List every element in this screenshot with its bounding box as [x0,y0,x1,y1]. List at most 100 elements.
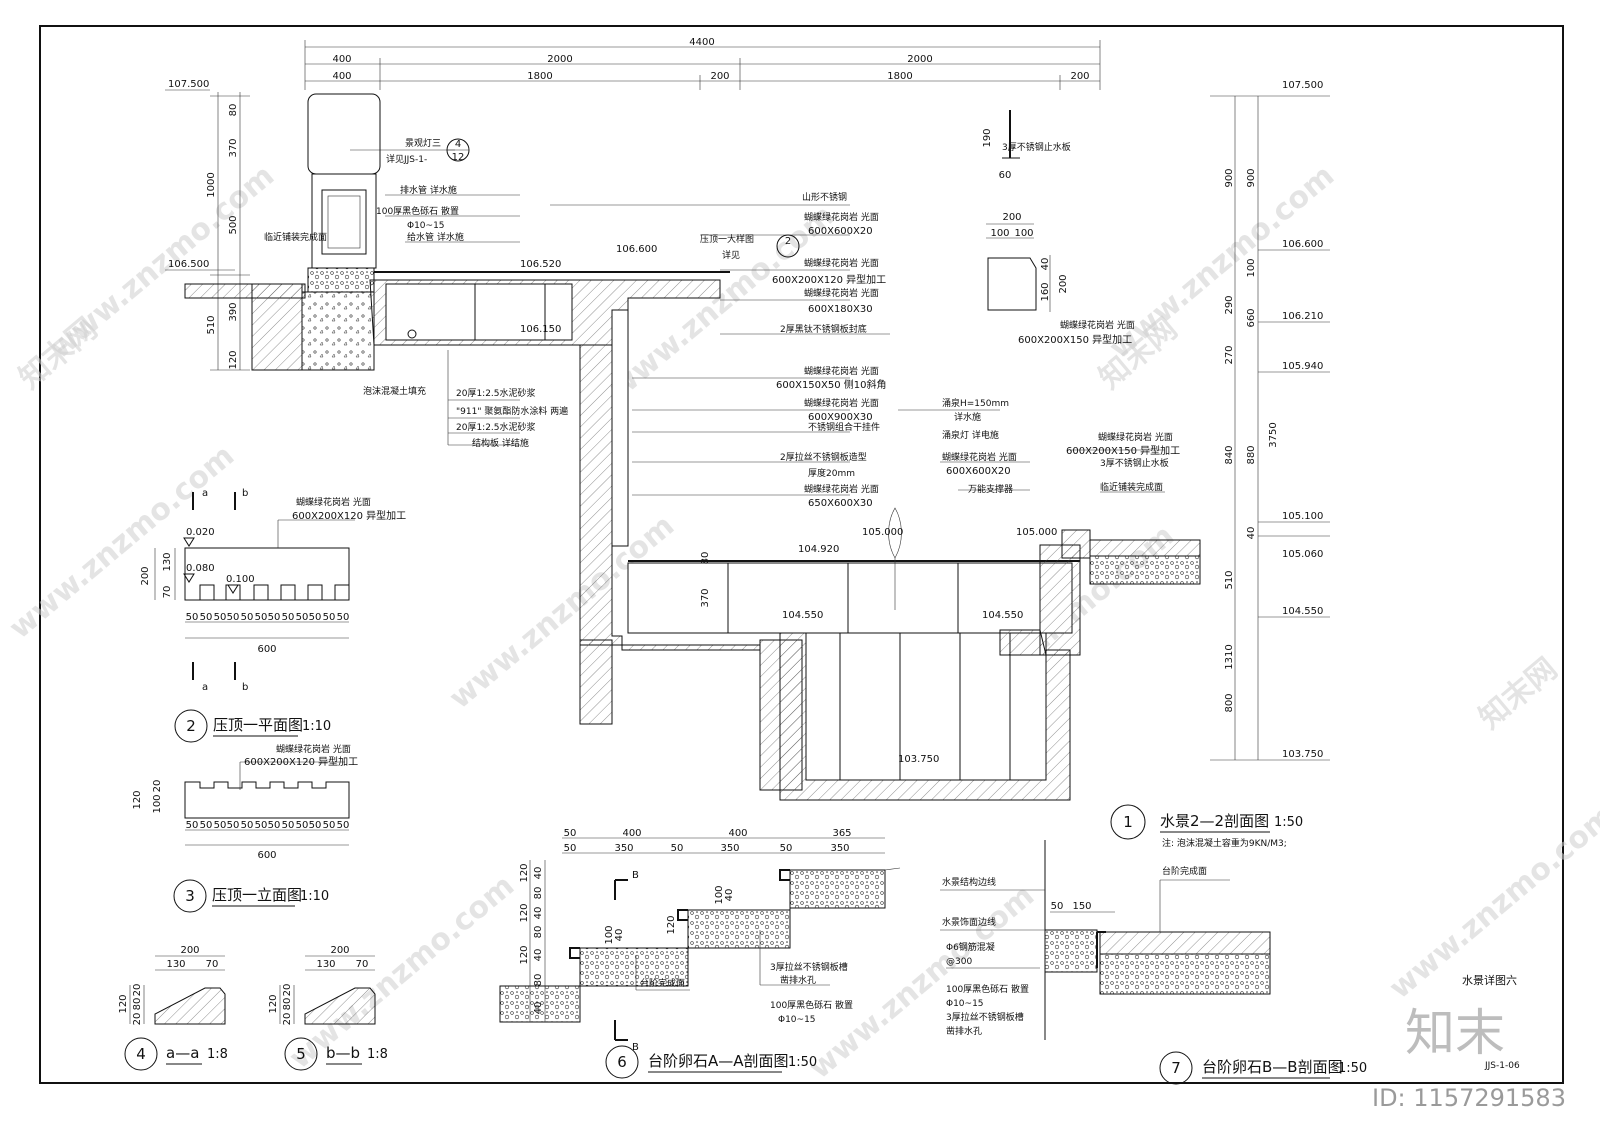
dim-r1-2: 2000 [907,54,932,65]
note-g6: 蝴蝶绿花岗岩 光面 [804,483,879,495]
dim-r1-1: 2000 [547,54,572,65]
note-steel-mountain: 山形不锈钢 [802,191,847,203]
note-structure: 结构板 详结施 [472,437,529,449]
r-elev: 105.940 [1282,361,1323,372]
plan-elev: 0.100 [226,574,255,585]
d4-top: 200 [180,945,199,956]
lamp-post-window [321,189,367,255]
d6-cut: B [632,870,639,881]
left-dim: 120 [228,350,239,369]
elev-105000-a: 105.000 [862,527,903,538]
step-nosing-2 [677,909,688,921]
d5-profile [304,987,376,1025]
right-dim-inner: 40 [1246,527,1257,540]
d3-total: 600 [257,850,276,861]
right-dim-inner: 100 [1246,258,1257,277]
d7-step-slab [1099,931,1271,955]
d6-number-bubble [605,1045,639,1079]
note-waterproof: "911" 聚氨酯防水涂料 两遍 [456,405,568,417]
stone-dim: 200 [1058,274,1069,293]
svg-text:50: 50 [241,612,254,623]
note-lamp-detail: 详见JJS-1- [386,153,427,165]
sheet-border [39,25,1564,1084]
d6-finish: 台阶完成面 [640,977,685,989]
d2-size: 600X200X120 异型加工 [292,509,406,522]
elev-105000-b: 105.000 [1016,527,1057,538]
right-ground [1089,539,1201,557]
detail-5: 200 130 70 120 20 80 20 5 b—b 1:8 [268,945,388,1071]
d4-number-bubble [124,1037,158,1071]
elev-103750: 103.750 [898,754,939,765]
svg-text:100: 100 [604,925,615,944]
d3-scale: 1:10 [300,889,329,904]
right-dim-inner: 840 [1224,445,1235,464]
r-elev: 103.750 [1282,749,1323,760]
d7-number: 7 [1171,1059,1181,1077]
left-dim: 1000 [206,172,217,197]
note-supply: 给水管 详水施 [407,231,464,243]
cut-label: b [242,682,248,693]
note-spray-ref: 详水施 [954,411,981,423]
svg-text:120: 120 [519,863,530,882]
right-dim-inner: 800 [1224,693,1235,712]
d6-r2: 50 [780,843,793,854]
note-g5-size: 600X900X30 [808,412,873,423]
r-elev: 104.550 [1282,606,1323,617]
note-g3-size: 600X180X30 [808,304,873,315]
left-dim: 80 [228,104,239,117]
section-number-bubble [1110,804,1146,840]
right-pool-wall [1039,544,1081,656]
note-lamp-ref: 景观灯三 [405,138,441,149]
svg-text:50: 50 [255,612,268,623]
dim-r2-4: 200 [1070,71,1089,82]
cut-label: b [242,488,248,499]
d6-r1: 365 [832,828,851,839]
note-g4-size: 600X150X50 侧10斜角 [776,378,887,391]
d7-step-base [1099,953,1271,995]
left-dimension-lines [210,92,250,371]
right-dim-outer: 660 [1246,308,1257,327]
lamp-ref-sheet: 12 [452,152,465,163]
d7-finish-line: 水景饰面边线 [942,916,996,928]
r-elev: 106.600 [1282,239,1323,250]
note-g2: 蝴蝶绿花岗岩 光面 [804,257,879,269]
svg-text:50: 50 [227,820,240,831]
d6-groove: 3厚拉丝不锈钢板槽 [770,961,848,973]
detail-2: a b a b 0.020 0.080 0.100 蝴蝶绿花岗岩 光面 600X… [140,488,406,743]
svg-text:40: 40 [614,929,625,942]
svg-text:50: 50 [268,820,281,831]
r-elev: 107.500 [1282,80,1323,91]
svg-text:50: 50 [200,820,213,831]
d7-scale: 1:50 [1338,1061,1367,1076]
svg-text:50: 50 [214,612,227,623]
pool-tank [627,562,1073,634]
detail-4: 200 130 70 120 20 80 20 4 a—a 1:8 [118,945,228,1071]
dim-r2-0: 400 [332,71,351,82]
d6-r1: 50 [564,828,577,839]
left-foundation [251,283,303,371]
svg-text:40: 40 [724,889,735,902]
svg-text:40: 40 [533,949,544,962]
svg-text:50: 50 [323,820,336,831]
note-g6-size: 650X600X30 [808,498,873,509]
right-coping [1061,529,1091,559]
stone-cladding [611,309,629,547]
coping-ref-bubble [776,234,800,258]
note-g1-size: 600X600X20 [808,226,873,237]
svg-text:80: 80 [533,974,544,987]
note-g7-size: 600X600X20 [946,466,1011,477]
stone-size: 600X200X150 异型加工 [1018,333,1132,346]
d7-structure-line: 水景结构边线 [942,876,996,888]
svg-text:50: 50 [337,820,350,831]
svg-text:50: 50 [268,612,281,623]
svg-text:50: 50 [337,612,350,623]
cut-label: a [202,488,208,499]
right-dim-inner: 900 [1246,168,1257,187]
svg-text:50: 50 [186,612,199,623]
note-paving-left: 临近铺装完成面 [264,231,327,243]
note-black-steel: 2厚黑钛不锈钢板封底 [780,323,867,335]
stone-note: 蝴蝶绿花岗岩 光面 [1060,319,1135,331]
d4-title: a—a [166,1044,199,1062]
d6-scale: 1:50 [788,1055,817,1070]
